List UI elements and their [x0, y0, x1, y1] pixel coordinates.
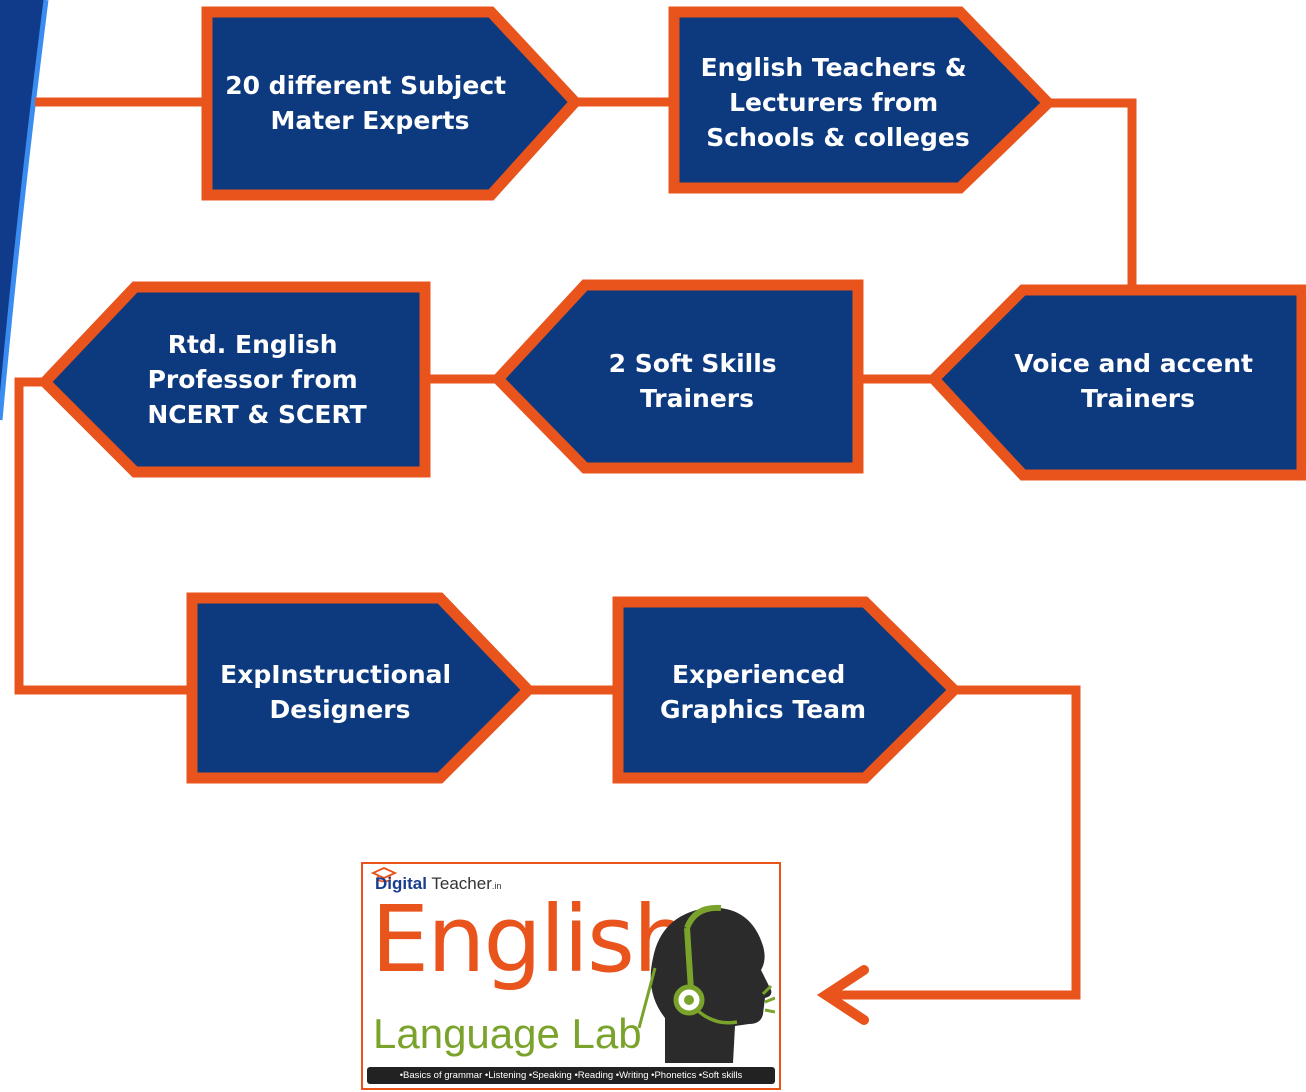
label-voice-trainers: Voice and accent Trainers [1014, 349, 1261, 413]
nodes [37, 6, 1306, 784]
label-line: Schools & colleges [706, 123, 969, 152]
decorative-arc-highlight [0, 0, 49, 421]
label-designers: ExpInstructional Designers [220, 660, 460, 724]
label-line: Trainers [1081, 384, 1195, 413]
connector-2-3 [1048, 98, 1137, 290]
label-line: Designers [269, 695, 410, 724]
label-line: Professor from [148, 365, 358, 394]
label-line: Graphics Team [660, 695, 866, 724]
connectors [14, 97, 1137, 1025]
node-english-teachers [668, 6, 1056, 194]
label-line: Experienced [672, 660, 845, 689]
node-designers [186, 592, 536, 784]
node-voice-trainers [926, 284, 1306, 481]
label-line: English Teachers & [701, 53, 967, 82]
node-graphics [612, 596, 962, 784]
label-line: Mater Experts [271, 106, 470, 135]
label-line: 2 Soft Skills [609, 349, 777, 378]
logo-footer-topics: •Basics of grammar •Listening •Speaking … [367, 1067, 775, 1084]
connector-5-6 [14, 377, 192, 695]
label-line: NCERT & SCERT [147, 400, 366, 429]
graduation-cap-icon [371, 867, 397, 883]
label-subject-experts: 20 different Subject Mater Experts [225, 71, 515, 135]
label-soft-skills: 2 Soft Skills Trainers [609, 349, 786, 413]
brand-name: Digital Teacher.in [375, 874, 501, 894]
headset-head-icon [637, 904, 775, 1063]
label-line: 20 different Subject [225, 71, 506, 100]
label-line: ExpInstructional [220, 660, 451, 689]
logo-title: English [371, 886, 691, 993]
brand-tld: .in [491, 881, 502, 891]
label-line: Voice and accent [1014, 349, 1253, 378]
connector-7-logo [826, 685, 1081, 1000]
label-graphics: Experienced Graphics Team [660, 660, 866, 724]
brand-prefix: Digital [375, 874, 427, 893]
label-professor: Rtd. English Professor from NCERT & SCER… [147, 330, 366, 429]
node-subject-experts [201, 6, 583, 201]
node-soft-skills [490, 279, 864, 474]
english-language-lab-logo: Digital Teacher.in English Language Lab … [361, 862, 781, 1090]
label-line: Rtd. English [168, 330, 338, 359]
node-professor [37, 281, 431, 478]
label-line: Lecturers from [729, 88, 938, 117]
arrow-head [816, 965, 869, 1025]
logo-subtitle: Language Lab [373, 1010, 642, 1057]
brand-main: Teacher [431, 874, 492, 893]
label-line: Trainers [640, 384, 754, 413]
label-english-teachers: English Teachers & Lecturers from School… [701, 53, 976, 152]
decorative-arc [0, 0, 46, 420]
